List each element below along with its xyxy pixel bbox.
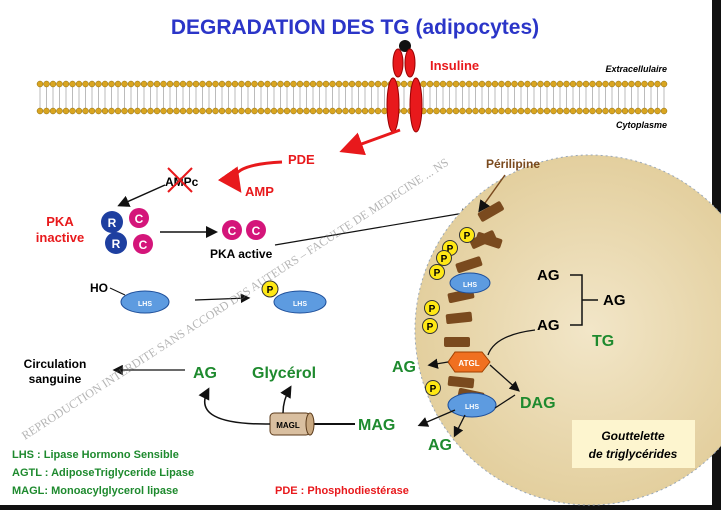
mag-label: MAG: [358, 417, 395, 434]
lhs-phosphorylation-arrow: [194, 293, 251, 304]
extracellular-label: Extracellulaire: [605, 64, 667, 74]
ag-label-2: AG: [537, 317, 560, 334]
svg-text:P: P: [427, 322, 434, 333]
svg-text:LHS: LHS: [293, 301, 307, 308]
pka-inactive-complex: RR CC: [101, 208, 153, 254]
svg-text:C: C: [135, 212, 144, 226]
pde-arrow: [217, 160, 283, 193]
ag-atgl-label: AG: [392, 359, 416, 376]
phosphate-icon: P: [425, 380, 441, 396]
dag-label: DAG: [520, 395, 556, 412]
phosphate-icon: P: [459, 227, 475, 243]
svg-text:C: C: [228, 224, 237, 238]
svg-text:R: R: [112, 237, 121, 251]
lhs-ag-arrow: [453, 414, 466, 438]
lhs-active: LHS P: [261, 280, 327, 314]
ag-free-label: AG: [193, 365, 217, 382]
perilipin-protein: [477, 201, 504, 222]
cytoplasm-label: Cytoplasme: [616, 120, 667, 130]
ag-label-1: AG: [537, 267, 560, 284]
magl-to-ag-arrow: [198, 387, 271, 425]
perilipin-protein: [444, 337, 470, 347]
legend-pde: PDE : Phosphodiestérase: [275, 485, 409, 497]
svg-text:P: P: [447, 244, 454, 255]
svg-text:P: P: [464, 231, 471, 242]
tg-bracket: [570, 274, 598, 326]
glycerol-label: Glycérol: [252, 365, 316, 382]
pka-inactive-label-1: PKA: [46, 214, 74, 229]
insulin-receptor: [386, 40, 423, 133]
phosphate-icon: P: [436, 250, 452, 266]
circulation-label-2: sanguine: [29, 372, 82, 386]
svg-text:C: C: [252, 224, 261, 238]
atgl-dag-arrow: [489, 364, 520, 392]
tg-label: TG: [592, 333, 614, 350]
pka-active-label: PKA active: [210, 247, 273, 261]
dag-lhs-line: [494, 394, 516, 409]
perilipin-arrow: [478, 174, 506, 213]
phosphate-icon: P: [422, 318, 438, 334]
perilipin-label: Périlipine: [486, 157, 540, 171]
droplet-label-box: [572, 420, 695, 468]
svg-text:LHS: LHS: [138, 301, 152, 308]
svg-text:ATGL: ATGL: [458, 359, 479, 368]
perilipin-protein: [447, 375, 475, 389]
svg-text:MAGL: MAGL: [276, 421, 300, 430]
magl-to-glycerol-arrow: [280, 385, 292, 414]
phosphate-icon: P: [424, 300, 440, 316]
atgl-enzyme: ATGL: [447, 351, 491, 373]
svg-text:LHS : Lipase Hormono Sensible: LHS : Lipase Hormono Sensible: [12, 449, 179, 461]
pka-to-perilipin-arrow: [274, 208, 473, 246]
perilipin-protein: [475, 232, 503, 249]
svg-text:MAGL: Monoacylglycerol lipase: MAGL: Monoacylglycerol lipase: [12, 485, 178, 497]
svg-text:P: P: [429, 304, 436, 315]
lhs-inactive: LHS: [120, 290, 170, 314]
tg-to-atgl-line: [487, 329, 536, 356]
svg-text:C: C: [139, 238, 148, 252]
cell-membrane: [36, 80, 668, 115]
insulin-to-pde-arrow: [339, 128, 401, 156]
legend: LHS : Lipase Hormono Sensible AGTL : Adi…: [12, 449, 194, 497]
ag-lhs-label: AG: [428, 437, 452, 454]
ho-label: HO: [90, 281, 108, 295]
circulation-label-1: Circulation: [24, 357, 87, 371]
droplet-label-2: de triglycérides: [589, 447, 678, 461]
atgl-ag-arrow: [427, 358, 449, 369]
ampc-to-pka-arrow: [117, 184, 166, 207]
svg-text:P: P: [430, 384, 437, 395]
svg-text:R: R: [108, 216, 117, 230]
perilipin-protein: [445, 311, 473, 325]
svg-text:LHS: LHS: [463, 282, 477, 289]
pka-inactive-label-2: inactive: [36, 230, 84, 245]
ampc-cross-icon: [167, 167, 193, 193]
lhs-on-droplet: LHS LHS: [447, 272, 497, 418]
title: DEGRADATION DES TG (adipocytes): [171, 16, 539, 39]
lhs-mag-arrow: [417, 409, 456, 427]
droplet-label-1: Gouttelette: [601, 429, 665, 443]
svg-text:LHS: LHS: [465, 404, 479, 411]
phosphate-icon: P: [429, 264, 445, 280]
pde-label: PDE: [288, 152, 315, 167]
svg-text:AGTL : AdiposeTriglyceride Lip: AGTL : AdiposeTriglyceride Lipase: [12, 467, 194, 479]
svg-text:P: P: [441, 254, 448, 265]
amp-label: AMP: [245, 184, 274, 199]
svg-text:P: P: [267, 285, 274, 296]
magl-enzyme: MAGL: [269, 412, 315, 436]
perilipin-protein: [455, 256, 483, 273]
svg-text:P: P: [434, 268, 441, 279]
insulin-label: Insuline: [430, 58, 479, 73]
ag-label-3: AG: [603, 292, 626, 309]
